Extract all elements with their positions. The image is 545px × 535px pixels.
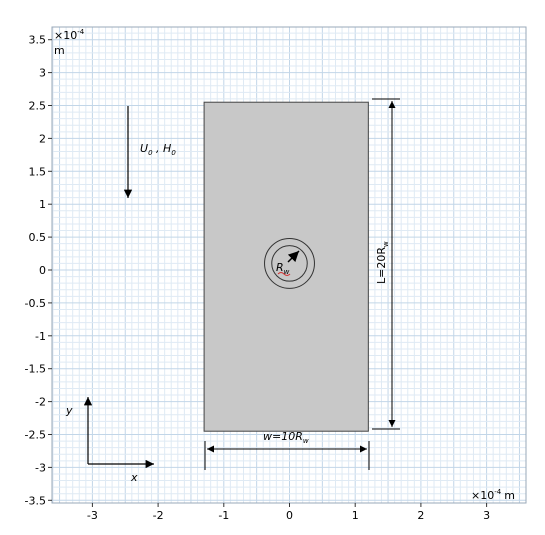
y-tick-label: 2 xyxy=(39,132,46,145)
y-tick-label: 3.5 xyxy=(29,34,47,47)
x-tick-label: 0 xyxy=(286,509,293,522)
y-tick-label: 0.5 xyxy=(29,231,47,244)
x-tick-label: 3 xyxy=(483,509,490,522)
y-tick-label: 3 xyxy=(39,67,46,80)
y-unit-label: m xyxy=(54,44,65,57)
x-tick-label: 1 xyxy=(352,509,359,522)
y-tick-label: -2 xyxy=(35,396,46,409)
y-tick-label: -1 xyxy=(35,330,46,343)
x-axis-ticks: -3 -2 -1 0 1 2 3 xyxy=(87,503,490,522)
x-tick-label: 2 xyxy=(417,509,424,522)
y-tick-label: -3 xyxy=(35,461,46,474)
length-label: L=20Rw xyxy=(375,241,390,284)
y-tick-label: -1.5 xyxy=(25,363,46,376)
x-tick-label: -3 xyxy=(87,509,98,522)
y-scale-label: ×10-4 xyxy=(54,28,85,42)
outer-circle xyxy=(264,237,315,289)
x-tick-label: -1 xyxy=(218,509,229,522)
y-tick-label: -0.5 xyxy=(25,297,46,310)
y-tick-label: 1.5 xyxy=(29,165,47,178)
domain-rectangle xyxy=(203,101,369,432)
y-axis-ticks: 3.5 3 2.5 2 1.5 1 0.5 0 -0.5 -1 -1.5 -2 -2.5 -3 -3.5 xyxy=(25,34,52,507)
y-tick-label: 0 xyxy=(39,264,46,277)
radius-label: Rw xyxy=(276,261,290,276)
axis-indicator-y-label: y xyxy=(65,404,73,417)
y-tick-label: -3.5 xyxy=(25,494,46,507)
flow-label: U0 , H0 xyxy=(140,142,176,157)
y-tick-label: -2.5 xyxy=(25,429,46,442)
width-label: w=10Rw xyxy=(263,430,309,445)
x-tick-label: -2 xyxy=(153,509,164,522)
radius-squiggle xyxy=(277,272,291,276)
y-tick-label: 2.5 xyxy=(29,100,47,113)
inner-circle xyxy=(271,245,308,282)
y-tick-label: 1 xyxy=(39,198,46,211)
radius-arrow xyxy=(287,250,300,263)
axis-indicator-x-label: x xyxy=(130,471,138,484)
